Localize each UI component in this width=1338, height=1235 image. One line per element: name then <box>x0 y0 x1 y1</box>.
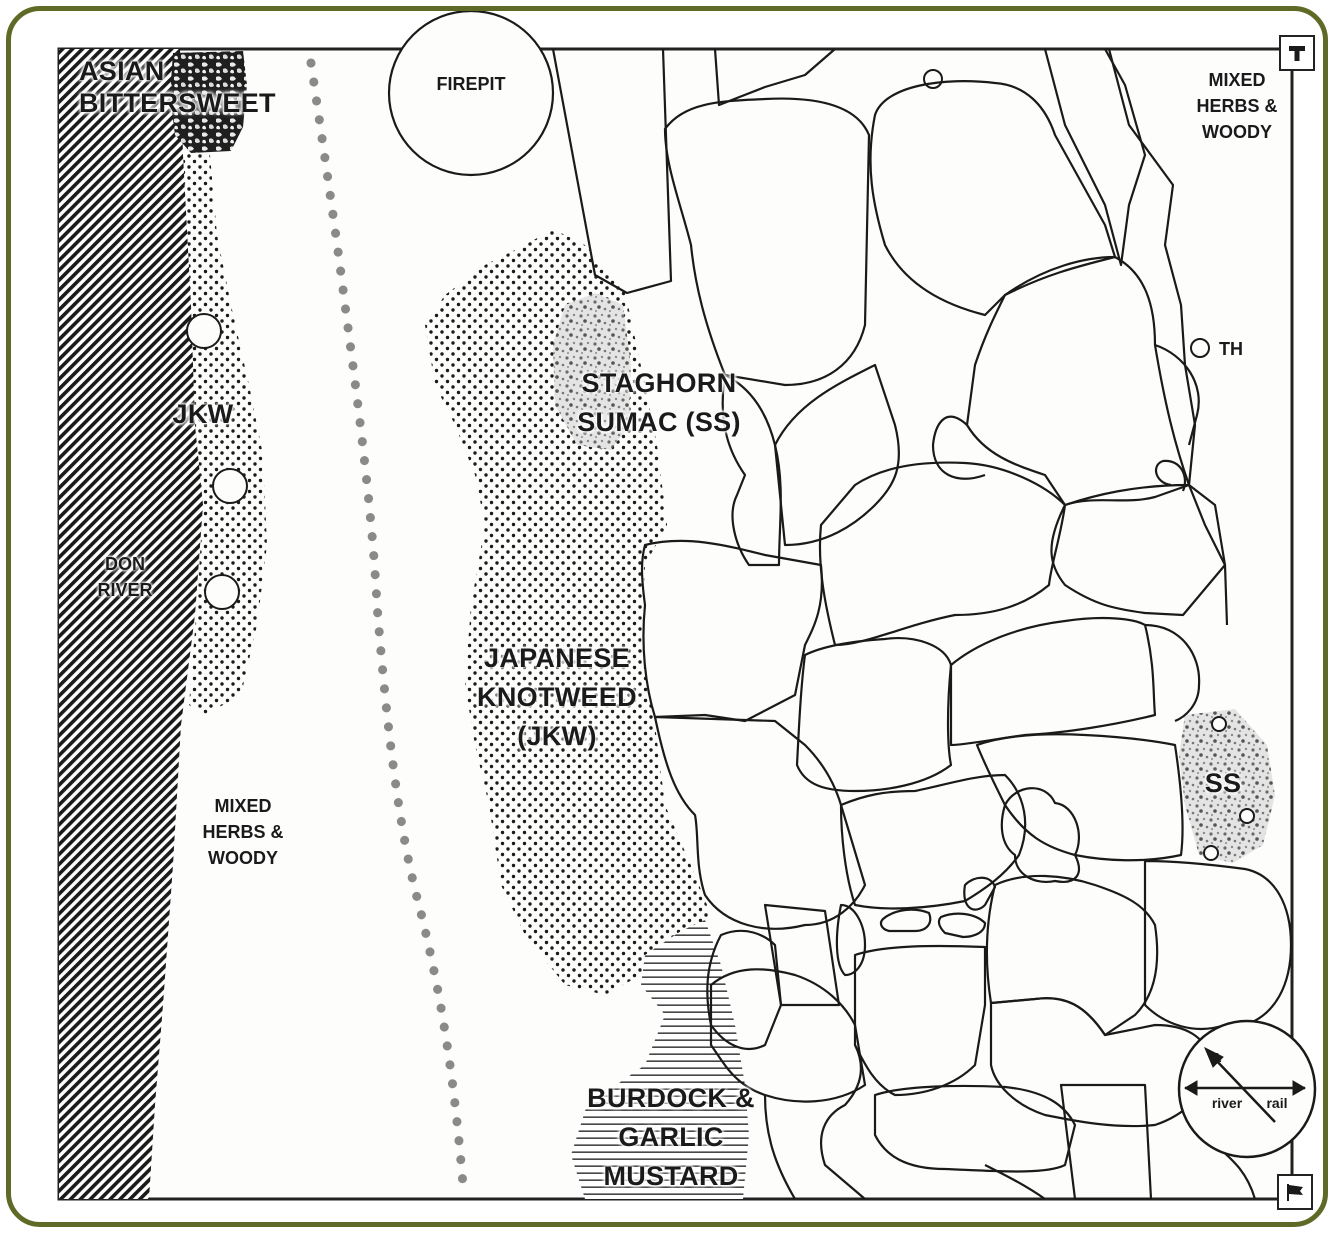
jkw-marker-3 <box>204 574 240 610</box>
firepit <box>387 11 555 177</box>
japanese-knotweed-area <box>425 229 711 995</box>
site-map <box>57 11 1317 1201</box>
firepit-label: FIREPIT <box>436 74 506 94</box>
compass <box>1177 1019 1317 1159</box>
staghorn-sumac-patch <box>553 293 631 450</box>
jkw-strip-area <box>183 153 267 715</box>
ss-label: SS <box>1204 768 1242 798</box>
burdock-garlic-mustard-area <box>571 920 749 1199</box>
mixed-herbs-woody-left-label: MIXED HERBS & WOODY <box>202 796 284 869</box>
compass-rail-label: rail <box>1266 1095 1288 1111</box>
mixed-herbs-woody-top-label: MIXED HERBS & WOODY <box>1196 70 1278 143</box>
burdock-garlic-mustard-label: BURDOCK & GARLIC MUSTARD <box>587 1083 755 1192</box>
jkw-strip-label: JKW <box>172 399 234 429</box>
toolbar-t-button[interactable] <box>1279 35 1315 71</box>
jkw-marker-1 <box>186 313 222 349</box>
don-river-label: DON RIVER <box>97 554 153 601</box>
th-marker <box>1190 338 1210 358</box>
ss-marker-1 <box>1211 716 1227 732</box>
ss-patch <box>1179 709 1275 863</box>
flag-icon <box>1287 1184 1303 1201</box>
toolbar-t-icon <box>1289 46 1305 61</box>
tree-marker <box>923 69 943 89</box>
ss-marker-2 <box>1239 808 1255 824</box>
asian-bittersweet-patch <box>170 51 247 153</box>
map-frame: ASIAN BITTERSWEET FIREPIT MIXED HERBS & … <box>6 6 1328 1227</box>
compass-arrow-letter: A <box>1212 1050 1222 1065</box>
th-label: TH <box>1219 339 1243 359</box>
don-river-area <box>59 49 203 1199</box>
flag-button[interactable] <box>1277 1174 1313 1210</box>
ss-marker-3 <box>1203 845 1219 861</box>
asian-bittersweet-label: ASIAN BITTERSWEET <box>79 56 276 119</box>
jkw-marker-2 <box>212 468 248 504</box>
staghorn-sumac-label: STAGHORN SUMAC (SS) <box>577 368 741 438</box>
compass-river-label: river <box>1211 1095 1243 1111</box>
japanese-knotweed-label: JAPANESE KNOTWEED (JKW) <box>477 643 637 752</box>
